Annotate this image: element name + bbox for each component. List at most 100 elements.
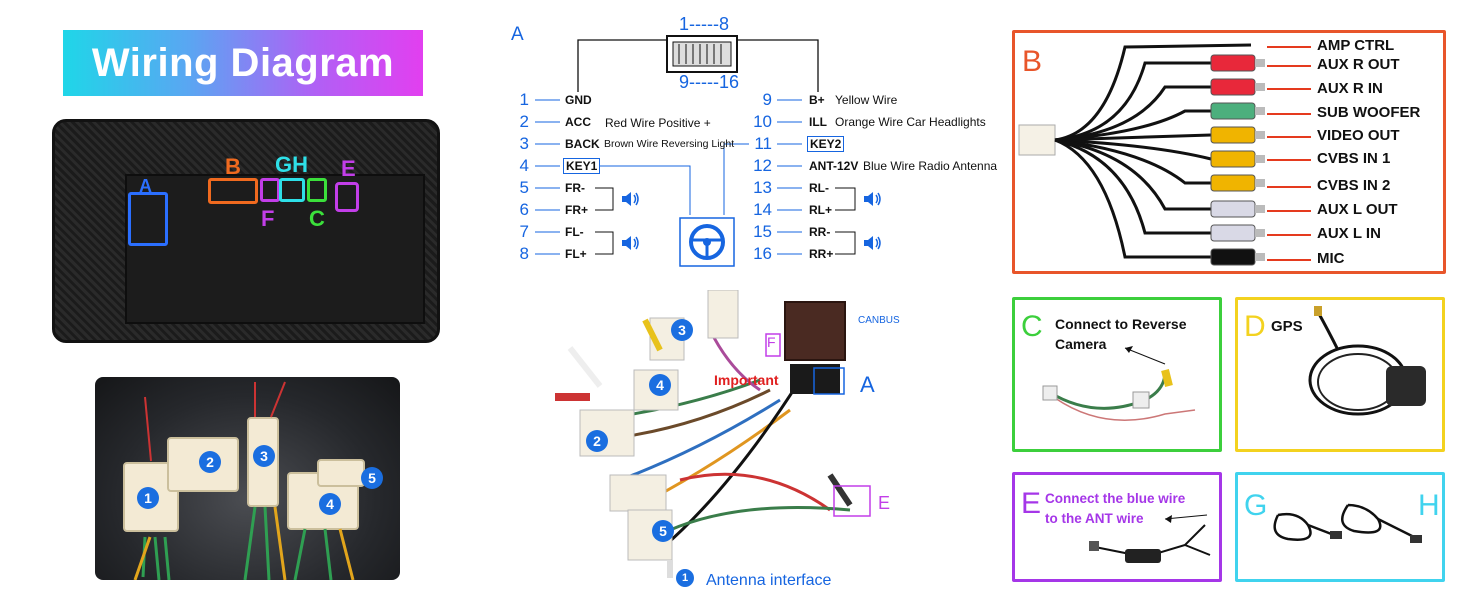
pin-1-code: GND	[565, 93, 592, 107]
pin-4-code: KEY1	[563, 158, 601, 174]
pin-13-code: RL-	[809, 181, 829, 195]
label-b: B	[225, 154, 241, 179]
head-unit-photo: A B GH E F C	[52, 119, 440, 343]
label-a: A	[139, 176, 152, 196]
label-c: C	[309, 206, 325, 231]
pin-15-code: RR-	[809, 225, 831, 239]
pin-3-desc: Brown Wire Reversing Light	[604, 138, 735, 150]
rca-plug-tip-1	[1255, 59, 1265, 67]
panel-h-letter: H	[1418, 489, 1440, 522]
red-leader-7	[1267, 186, 1311, 188]
bubble-1: 1	[137, 487, 159, 509]
harness-wires	[133, 381, 355, 580]
speaker-icon-rear-left	[864, 192, 881, 206]
rca-plug-8	[1210, 224, 1256, 242]
gps-antenna-drawing	[1308, 306, 1426, 416]
red-leader-4	[1267, 113, 1311, 115]
rca-plug-tip-4	[1255, 131, 1265, 139]
bubble-3: 3	[253, 445, 275, 467]
connector-e-highlight	[335, 182, 359, 212]
label-cvbs-in-1: CVBS IN 1	[1317, 150, 1391, 167]
pin-13-number: 13	[753, 178, 772, 197]
rca-plug-tip-9	[1255, 253, 1265, 261]
label-e: E	[341, 156, 356, 181]
panel-b-letter: B	[1022, 45, 1043, 78]
pin-12-code: ANT-12V	[809, 159, 859, 173]
rca-plug-tip-6	[1255, 179, 1265, 187]
loom-label-e: E	[878, 493, 891, 513]
red-leader-3	[1267, 88, 1311, 90]
loom-bubble-2: 2	[586, 430, 608, 452]
label-video-out: VIDEO OUT	[1317, 127, 1400, 144]
rca-plug-tip-8	[1255, 229, 1265, 237]
panel-gh-cables: G H	[1235, 472, 1445, 582]
rca-plugs	[1210, 54, 1265, 266]
loom-bubble-5: 5	[652, 520, 674, 542]
pinout-diagram-a: A 1-----8 9-----16 1 GND 2 ACC Red Wire	[505, 10, 1025, 272]
bubble-5: 5	[361, 467, 383, 489]
pin-5-number: 5	[519, 178, 529, 197]
panel-c-text-1: Connect to Reverse	[1055, 316, 1187, 332]
pin-9-desc: Yellow Wire	[835, 93, 898, 107]
pin-6-code: FR+	[565, 203, 589, 217]
connector-b-highlight	[208, 178, 258, 204]
connector-f-highlight	[260, 178, 280, 202]
red-leader-6	[1267, 159, 1311, 161]
label-aux-l-out: AUX L OUT	[1317, 201, 1398, 218]
panel-e-text-2: to the ANT wire	[1045, 511, 1144, 526]
speaker-icon-rear-right	[864, 236, 881, 250]
pin-10-desc: Orange Wire Car Headlights	[835, 115, 986, 129]
pin-6-number: 6	[519, 200, 529, 219]
rca-harness-drawing	[1018, 43, 1265, 266]
pin-3-code: BACK	[565, 137, 600, 151]
rca-plug-tip-7	[1255, 205, 1265, 213]
pin-16-code: RR+	[809, 247, 834, 261]
pin-16-number: 16	[753, 244, 772, 263]
red-leader-5	[1267, 136, 1311, 138]
speaker-icon-front-right	[622, 192, 639, 206]
pin-12-number: 12	[753, 156, 772, 175]
rca-plug-tip-3	[1255, 107, 1265, 115]
label-cvbs-in-2: CVBS IN 2	[1317, 177, 1391, 194]
pin-7-code: FL-	[565, 225, 584, 239]
pin-7-number: 7	[519, 222, 529, 241]
red-leader-10	[1267, 259, 1311, 261]
title-banner: Wiring Diagram	[63, 30, 423, 96]
pin-11-code: KEY2	[807, 136, 845, 152]
rca-plug-6	[1210, 174, 1256, 192]
pin-14-code: RL+	[809, 203, 833, 217]
reverse-camera-cable	[1042, 346, 1196, 421]
pin-2-desc: Red Wire Positive +	[605, 116, 711, 130]
loom-bubble-1: 1	[676, 569, 694, 587]
pin-5-code: FR-	[565, 181, 585, 195]
panel-d-letter: D	[1244, 310, 1266, 343]
pinout-section-letter: A	[511, 24, 524, 45]
pin-4-number: 4	[519, 156, 529, 175]
panel-d-text: GPS	[1271, 318, 1303, 335]
pin-2-number: 2	[519, 112, 529, 131]
usb-cables-drawing	[1273, 503, 1422, 543]
rca-plug-2	[1210, 78, 1256, 96]
rca-plug-tip-5	[1255, 155, 1265, 163]
pin-8-code: FL+	[565, 247, 587, 261]
pin-range-bottom: 9-----16	[679, 72, 740, 92]
red-leader-9	[1267, 234, 1311, 236]
connector-c-highlight	[307, 178, 327, 202]
connector-a-highlight	[128, 192, 168, 246]
connector-gh-highlight	[279, 178, 305, 202]
speaker-icon-front-left	[622, 236, 639, 250]
rca-plug-tip-2	[1255, 83, 1265, 91]
bubble-2: 2	[199, 451, 221, 473]
pin-3-number: 3	[519, 134, 529, 153]
panel-d-gps: D GPS	[1235, 297, 1445, 452]
pin-14-number: 14	[753, 200, 772, 219]
label-f: F	[261, 206, 275, 231]
pin-11-number: 11	[754, 134, 772, 153]
pin-8-number: 8	[519, 244, 529, 263]
pin-range-top: 1-----8	[679, 14, 729, 34]
red-leader-2	[1267, 65, 1311, 67]
label-aux-r-out: AUX R OUT	[1317, 56, 1400, 73]
label-aux-l-in: AUX L IN	[1317, 225, 1381, 242]
pin-12-desc: Blue Wire Radio Antenna	[863, 159, 998, 173]
pin-9-number: 9	[762, 90, 772, 109]
